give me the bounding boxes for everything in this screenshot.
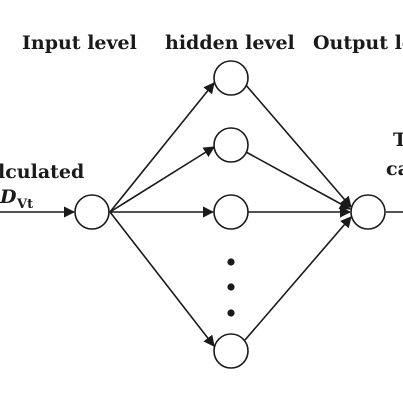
ellipsis-dot: [227, 283, 235, 291]
input-label-subscript: Vt: [16, 197, 33, 212]
input-label-line1: lculated: [0, 161, 84, 183]
output-label-line2: ca: [386, 158, 403, 180]
edge-h4-out: [244, 216, 352, 341]
hidden-node-1: [213, 60, 249, 96]
hidden-node-3: [213, 194, 249, 230]
edge-h2-out: [245, 151, 351, 210]
edge-in-h2: [109, 146, 215, 213]
input-level-header: Input level: [22, 32, 137, 54]
ellipsis-dot: [227, 309, 235, 317]
input-node: [74, 194, 110, 230]
edge-h1-out: [244, 83, 352, 208]
edge-in-h4: [109, 211, 215, 347]
ellipsis-dots: [227, 258, 235, 317]
output-level-header: Output le: [313, 32, 403, 54]
output-label-line1: T: [393, 129, 403, 151]
hidden-node-4: [213, 333, 249, 369]
input-label-symbol: D: [0, 186, 17, 208]
ellipsis-dot: [227, 258, 235, 266]
hidden-level-header: hidden level: [165, 32, 295, 54]
hidden-node-2: [213, 127, 249, 163]
edge-in-h1: [109, 82, 215, 213]
output-node: [350, 194, 386, 230]
edges: [0, 82, 403, 347]
